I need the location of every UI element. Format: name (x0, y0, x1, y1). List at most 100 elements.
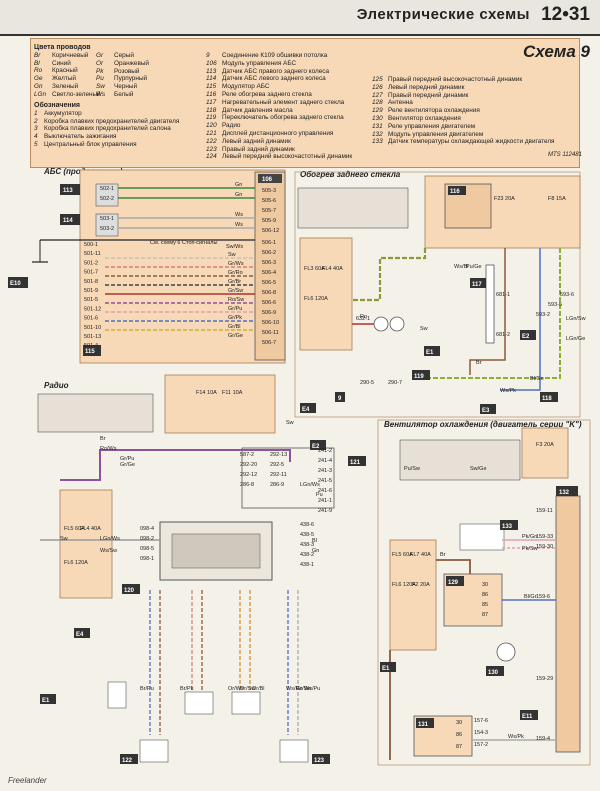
radio-pin-label: 292-20 (240, 462, 257, 468)
abs-module-pin: 505-3 (262, 188, 276, 194)
component-value: Левый передний динамик (388, 83, 465, 91)
fan-130-label: 130 (488, 670, 499, 676)
fan-relay-129-label: 129 (448, 580, 459, 586)
rear-wire-label: Pu/Ge (466, 264, 482, 270)
radio-pin-label: 286-8 (240, 482, 254, 488)
radio-pin-label: 292-11 (270, 472, 287, 478)
component-value: Модуль управления двигателем (388, 130, 484, 138)
rear-pin-label: 290-5 (360, 380, 374, 386)
abs-sensor-113 (95, 183, 119, 207)
ground-e3-label-bg (480, 404, 496, 414)
heater-117-label: 117 (472, 282, 482, 288)
rear-pin-label: 593-2 (536, 312, 550, 318)
speaker-123-label-bg (312, 754, 330, 764)
speaker-123 (279, 739, 309, 763)
abs-modulator-wire: Gr/Pu (228, 306, 242, 312)
wire-color-value: Синий (52, 59, 71, 67)
wire-bl-ge-rear (500, 248, 541, 391)
rear-pin-label: 681-2 (496, 332, 510, 338)
radio-pin-label: 587-2 (240, 452, 254, 458)
relay-116-label: 116 (450, 189, 460, 195)
abs-modulator-pin: 501-7 (84, 270, 98, 276)
abs-module-pin-lower: 506-2 (262, 250, 276, 256)
relay-pin-label: 86 (482, 592, 488, 598)
radio-pin-label: 241-1 (318, 498, 332, 504)
abs-note: См. схему 6 Стоп-сигналы (150, 240, 217, 246)
radio-pin-label: 438-3 (300, 542, 314, 548)
rear-pin-label: 632-1 (356, 316, 370, 322)
abs-modulator-pin: 501-12 (84, 306, 101, 312)
radio-wire-label: Or/Ws (228, 686, 244, 692)
component-key: 9 (206, 52, 210, 59)
fan-pin-label: 159-30 (536, 544, 553, 550)
radio-pin-label: 098-4 (140, 526, 154, 532)
wire-color-row: Or Оранжевый (96, 60, 149, 68)
component-value: Вентилятор охлаждения (388, 114, 461, 122)
component-value: Реле обогрева заднего стекла (222, 90, 312, 98)
wire-color-key: Ro (34, 67, 43, 75)
abs-module-pin: 505-7 (262, 208, 276, 214)
rear-wire-label: Ws/Pk (500, 388, 516, 394)
remote-display-121 (241, 447, 335, 509)
heater-117-label-bg (470, 278, 486, 288)
radio-wire-label: Pu (316, 492, 323, 498)
radio-pin-label: 241-4 (318, 458, 332, 464)
wire-color-key: Or (96, 59, 104, 67)
rear-wire-label: Ws/Bl (454, 264, 468, 270)
fan-fuse-label: FL6 120A (392, 582, 416, 588)
abs-wire-label: Gn (235, 192, 242, 198)
radio-fuse-label: F11 10A (222, 390, 243, 396)
component-key: 113 (206, 67, 217, 75)
abs-module-pin-lower: 506-7 (262, 340, 276, 346)
abs-modulator-pin: 501-6 (84, 316, 98, 322)
ground-e2-radio-label: E2 (312, 444, 320, 450)
relay-pin-label: 87 (456, 744, 462, 750)
component-value: Правый задний динамик (222, 145, 295, 153)
abs-module-wires (40, 239, 255, 331)
fan-motor-130 (496, 642, 516, 662)
relay-116-label-bg (448, 186, 466, 195)
abs-module-pin: 506-12 (262, 228, 279, 234)
radio-pin-label: 098-5 (140, 546, 154, 552)
component-value: Правый передний высокочастотный динамик (388, 76, 523, 83)
symbol-value: Выключатель зажигания (44, 133, 117, 141)
fan-pin-label: 157-2 (474, 742, 488, 748)
ground-e11-label: E11 (522, 714, 533, 720)
symbol-key: 4 (34, 133, 38, 141)
section-title-radio: Радио (44, 381, 69, 390)
ground-e11-label-bg (520, 710, 538, 720)
component-key: 121 (206, 129, 217, 137)
ground-e4-rear-label: E4 (302, 407, 310, 413)
component-value: Правый передний динамик (388, 91, 469, 99)
abs-modulator-pin: 501-10 (84, 325, 101, 331)
rear-wire-label: Ro (360, 314, 367, 320)
abs-modulator-wire: Gr/Ws (228, 261, 244, 267)
symbols-legend-title: Обозначения (34, 102, 80, 109)
ground-e4-radio-label: E4 (76, 632, 84, 638)
connector-9-label: 9 (338, 396, 342, 402)
component-value: Радио (222, 122, 241, 130)
radio-pin-label: 438-6 (300, 522, 314, 528)
radio-wire-label: Gr/Pu (120, 456, 134, 462)
abs-modulator-pin: 501-4 (84, 343, 98, 349)
wire-color-value: Оранжевый (114, 59, 149, 67)
rear-fuse-label: F8 15A (548, 196, 566, 202)
abs-modulator-wire: Sw (228, 252, 236, 258)
fan-wire-label: Pu/Sw (404, 466, 420, 472)
